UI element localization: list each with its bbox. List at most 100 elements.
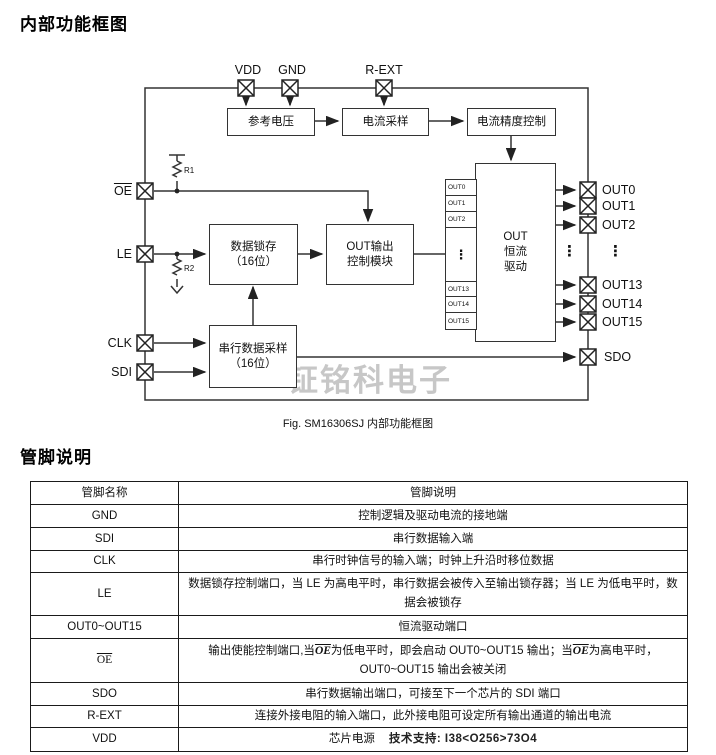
watermark: 钲铭科电子 <box>287 363 452 398</box>
xbox-icon <box>579 197 597 215</box>
pin-name: SDI <box>30 527 179 551</box>
pin-desc: 串行时钟信号的输入端；时钟上升沿时移位数据 <box>178 550 688 573</box>
pin-name: R-EXT <box>30 705 179 728</box>
pin-out0 <box>579 181 597 199</box>
port-out14: OUT14 <box>446 297 476 313</box>
port-ellipsis: ⋮ <box>454 246 468 262</box>
xbox-icon <box>136 363 154 381</box>
pin-name: CLK <box>30 550 179 573</box>
block-data-latch: 数据锁存 （16位） <box>209 224 298 285</box>
label-r1: R1 <box>184 166 195 175</box>
xbox-icon <box>579 276 597 294</box>
xbox-icon <box>579 313 597 331</box>
port-out2: OUT2 <box>446 212 476 228</box>
label-vdd: VDD <box>234 63 262 77</box>
pin-out15 <box>579 313 597 331</box>
pin-vdd <box>237 79 255 97</box>
pin-sdi <box>136 363 154 381</box>
xbox-icon <box>136 334 154 352</box>
pin-name: OE <box>30 638 179 683</box>
table-row-le: LE 数据锁存控制端口，当 LE 为高电平时，串行数据会被传入至输出锁存器；当 … <box>30 572 688 616</box>
section-title-pin-desc: 管脚说明 <box>20 448 92 467</box>
block-current-precision: 电流精度控制 <box>467 108 556 136</box>
port-out15: OUT15 <box>448 317 469 325</box>
label-r2: R2 <box>184 264 195 273</box>
block-current-sample: 电流采样 <box>342 108 429 136</box>
pin-rext <box>375 79 393 97</box>
ellipsis-mid: ⋮ <box>562 243 577 260</box>
label-sdo: SDO <box>604 350 632 364</box>
label-out1: OUT1 <box>602 199 636 213</box>
label-gnd: GND <box>278 63 306 77</box>
pin-out13 <box>579 276 597 294</box>
table-header-row: 管脚名称 管脚说明 <box>30 481 688 505</box>
pin-sdo <box>579 348 597 366</box>
xbox-icon <box>579 295 597 313</box>
xbox-icon <box>579 348 597 366</box>
label-le: LE <box>116 247 132 261</box>
pin-name: OUT0~OUT15 <box>30 615 179 639</box>
pin-desc: 输出使能控制端口,当OE为低电平时，即会启动 OUT0~OUT15 输出；当OE… <box>178 638 688 683</box>
xbox-icon <box>375 79 393 97</box>
driver-port-column: OUT0 OUT1 OUT2 ⋮ OUT13 OUT14 OUT15 <box>445 179 477 330</box>
pin-name: SDO <box>30 682 179 706</box>
pin-gnd <box>281 79 299 97</box>
label-oe: OE <box>113 184 132 198</box>
pin-desc: 数据锁存控制端口，当 LE 为高电平时，串行数据会被传入至输出锁存器；当 LE … <box>178 572 688 616</box>
header-pin-desc: 管脚说明 <box>178 481 688 505</box>
xbox-icon <box>579 216 597 234</box>
table-row-rext: R-EXT 连接外接电阻的输入端口，此外接电阻可设定所有输出通道的输出电流 <box>30 705 688 728</box>
xbox-icon <box>579 181 597 199</box>
table-row-sdi: SDI 串行数据输入端 <box>30 527 688 551</box>
ellipsis-right: ⋮ <box>608 243 623 260</box>
table-row-oe: OE 输出使能控制端口,当OE为低电平时，即会启动 OUT0~OUT15 输出；… <box>30 638 688 683</box>
figure-caption: Fig. SM16306SJ 内部功能框图 <box>282 418 434 430</box>
pin-out2 <box>579 216 597 234</box>
pin-oe <box>136 182 154 200</box>
table-row-sdo: SDO 串行数据输出端口，可接至下一个芯片的 SDI 端口 <box>30 682 688 706</box>
xbox-icon <box>237 79 255 97</box>
pin-desc: 恒流驱动端口 <box>178 615 688 639</box>
port-out13: OUT13 <box>446 281 476 297</box>
pin-desc: 串行数据输出端口，可接至下一个芯片的 SDI 端口 <box>178 682 688 706</box>
label-sdi: SDI <box>111 365 132 379</box>
port-out1: OUT1 <box>446 196 476 212</box>
label-out0: OUT0 <box>602 183 636 197</box>
pin-out1 <box>579 197 597 215</box>
table-row-gnd: GND 控制逻辑及驱动电流的接地端 <box>30 504 688 528</box>
pin-name: LE <box>30 572 179 616</box>
pin-desc: 连接外接电阻的输入端口，此外接电阻可设定所有输出通道的输出电流 <box>178 705 688 728</box>
pin-name: GND <box>30 504 179 528</box>
block-ref-voltage: 参考电压 <box>227 108 315 136</box>
pin-out14 <box>579 295 597 313</box>
pin-desc: 串行数据输入端 <box>178 527 688 551</box>
block-diagram: 钲铭科电子 <box>107 63 643 430</box>
label-clk: CLK <box>107 336 132 350</box>
label-out15: OUT15 <box>602 315 643 329</box>
label-out2: OUT2 <box>602 218 636 232</box>
pin-desc: 控制逻辑及驱动电流的接地端 <box>178 504 688 528</box>
xbox-icon <box>136 182 154 200</box>
xbox-icon <box>281 79 299 97</box>
table-row-vdd: VDD 芯片电源技术支持: I38<O256>73O4 <box>30 727 688 752</box>
port-out0: OUT0 <box>446 180 476 196</box>
table-row-clk: CLK 串行时钟信号的输入端；时钟上升沿时移位数据 <box>30 550 688 573</box>
section-title-block-diagram: 内部功能框图 <box>20 15 128 34</box>
pin-name: VDD <box>30 727 179 752</box>
label-out14: OUT14 <box>602 297 643 311</box>
pin-le <box>136 245 154 263</box>
pin-clk <box>136 334 154 352</box>
label-rext: R-EXT <box>365 63 403 77</box>
block-out-driver: OUT 恒流 驱动 <box>475 163 556 342</box>
table-row-out: OUT0~OUT15 恒流驱动端口 <box>30 615 688 639</box>
pin-desc: 芯片电源技术支持: I38<O256>73O4 <box>178 727 688 752</box>
pin-table-wrap: 管脚名称 管脚说明 GND 控制逻辑及驱动电流的接地端 SDI 串行数据输入端 … <box>30 481 688 752</box>
wiring-overlay <box>144 87 589 401</box>
pin-table: 管脚名称 管脚说明 GND 控制逻辑及驱动电流的接地端 SDI 串行数据输入端 … <box>30 481 688 752</box>
xbox-icon <box>136 245 154 263</box>
support-watermark: 技术支持: I38<O256>73O4 <box>388 733 538 745</box>
block-serial-sample: 串行数据采样 （16位） <box>209 325 297 388</box>
block-out-control: OUT输出 控制模块 <box>326 224 414 285</box>
header-pin-name: 管脚名称 <box>30 481 179 505</box>
